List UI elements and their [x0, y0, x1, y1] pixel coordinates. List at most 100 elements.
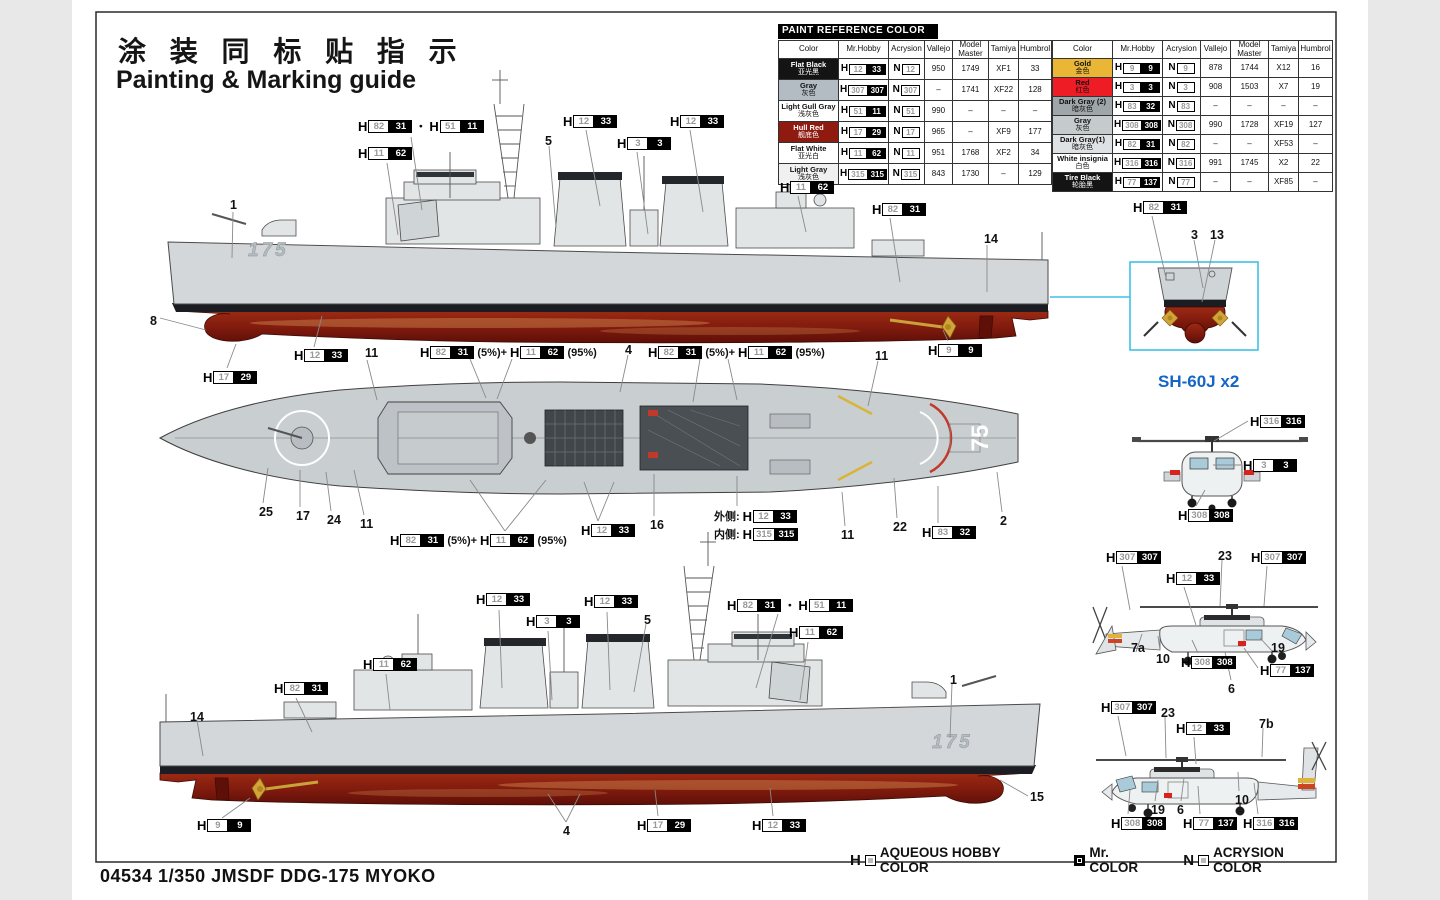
vallejo-cell: –	[1200, 96, 1231, 116]
chip-h-label: H	[581, 523, 591, 538]
color-name-chinese: 暗灰色	[1072, 106, 1093, 114]
mrcolor-number: 3	[648, 137, 672, 150]
color-name: Gray	[1073, 116, 1092, 126]
mrcolor-number: 308	[1213, 656, 1237, 669]
mrcolor-number: 62	[541, 346, 565, 359]
aqueous-number: 315	[848, 168, 868, 180]
chip-h-label: H	[1178, 508, 1188, 523]
mrcolor-number: 3	[1141, 81, 1161, 93]
tamiya-cell: XF19	[1268, 115, 1299, 135]
acrysion-number: 315	[900, 168, 921, 180]
chip-h-label: H	[1251, 550, 1261, 565]
mrcolor-number: 29	[867, 126, 887, 138]
chip-n-label: N	[892, 167, 900, 179]
part-number: 4	[625, 343, 632, 357]
part-number: 10	[1235, 793, 1249, 807]
aqueous-number: 12	[304, 349, 326, 362]
color-name: Dark Gray (2)	[1058, 97, 1107, 107]
tamiya-cell: XF22	[987, 79, 1019, 101]
modelmaster-cell: –	[1230, 96, 1269, 116]
color-name: Flat Black	[790, 60, 827, 70]
part-number: 23	[1161, 706, 1175, 720]
part-number: 14	[984, 232, 998, 246]
aqueous-number: 12	[486, 593, 508, 606]
aqueous-number: 307	[1116, 551, 1139, 564]
chip-h-label: H	[1114, 156, 1122, 168]
mrcolor-number: 308	[1210, 509, 1234, 522]
color-name: Gray	[799, 81, 818, 91]
chip-h-label: H	[1183, 816, 1193, 831]
aqueous-number: 82	[430, 346, 452, 359]
chip-h-label: H	[363, 657, 373, 672]
column-header: Tamiya	[987, 40, 1019, 59]
mrcolor-box-icon	[1074, 854, 1086, 866]
mrcolor-number: 62	[820, 626, 844, 639]
aqueous-number: 316	[1260, 415, 1283, 428]
mrcolor-number: 316	[1141, 157, 1161, 169]
humbrol-cell: 33	[1017, 58, 1053, 80]
chip-n-label: N	[1168, 80, 1176, 92]
mrcolor-number: 62	[867, 147, 887, 159]
aqueous-box-icon	[864, 854, 876, 866]
color-name: Gold	[1073, 59, 1092, 69]
modelmaster-cell: 1503	[1230, 77, 1269, 97]
chip-h-label: H	[1114, 175, 1122, 187]
tamiya-cell: X7	[1268, 77, 1299, 97]
color-system-legend: H AQUEOUS HOBBY COLOR Mr. COLOR N ACRYSI…	[850, 845, 1336, 875]
mrcolor-number: 307	[867, 84, 887, 96]
mrcolor-number: 3	[1274, 459, 1298, 472]
tamiya-cell: XF53	[1268, 134, 1299, 154]
mrcolor-number: 31	[903, 203, 927, 216]
chip-h-label: H	[789, 625, 799, 640]
vallejo-cell: 951	[923, 142, 953, 164]
column-header: Vallejo	[1200, 40, 1231, 59]
part-number: 11	[365, 346, 379, 360]
mrcolor-number: 31	[1141, 138, 1161, 150]
mrcolor-number: 11	[867, 105, 887, 117]
aqueous-number: 82	[1143, 201, 1165, 214]
aqueous-number: 77	[1270, 664, 1292, 677]
chip-h-label: H	[358, 118, 368, 134]
column-header: Model Master	[1230, 40, 1269, 59]
chip-n-label: N	[893, 62, 901, 74]
mrcolor-number: 29	[668, 819, 692, 832]
mrcolor-number: 31	[421, 534, 445, 547]
tamiya-cell: X12	[1268, 58, 1299, 78]
part-number: 7b	[1259, 717, 1274, 731]
aqueous-number: 316	[1253, 817, 1276, 830]
aqueous-number: 82	[658, 346, 680, 359]
chip-h-label: H	[1176, 721, 1186, 736]
legend-acrysion: N ACRYSION COLOR	[1183, 845, 1336, 875]
aqueous-number: 9	[207, 819, 229, 832]
chip-h-label: H	[840, 167, 848, 179]
